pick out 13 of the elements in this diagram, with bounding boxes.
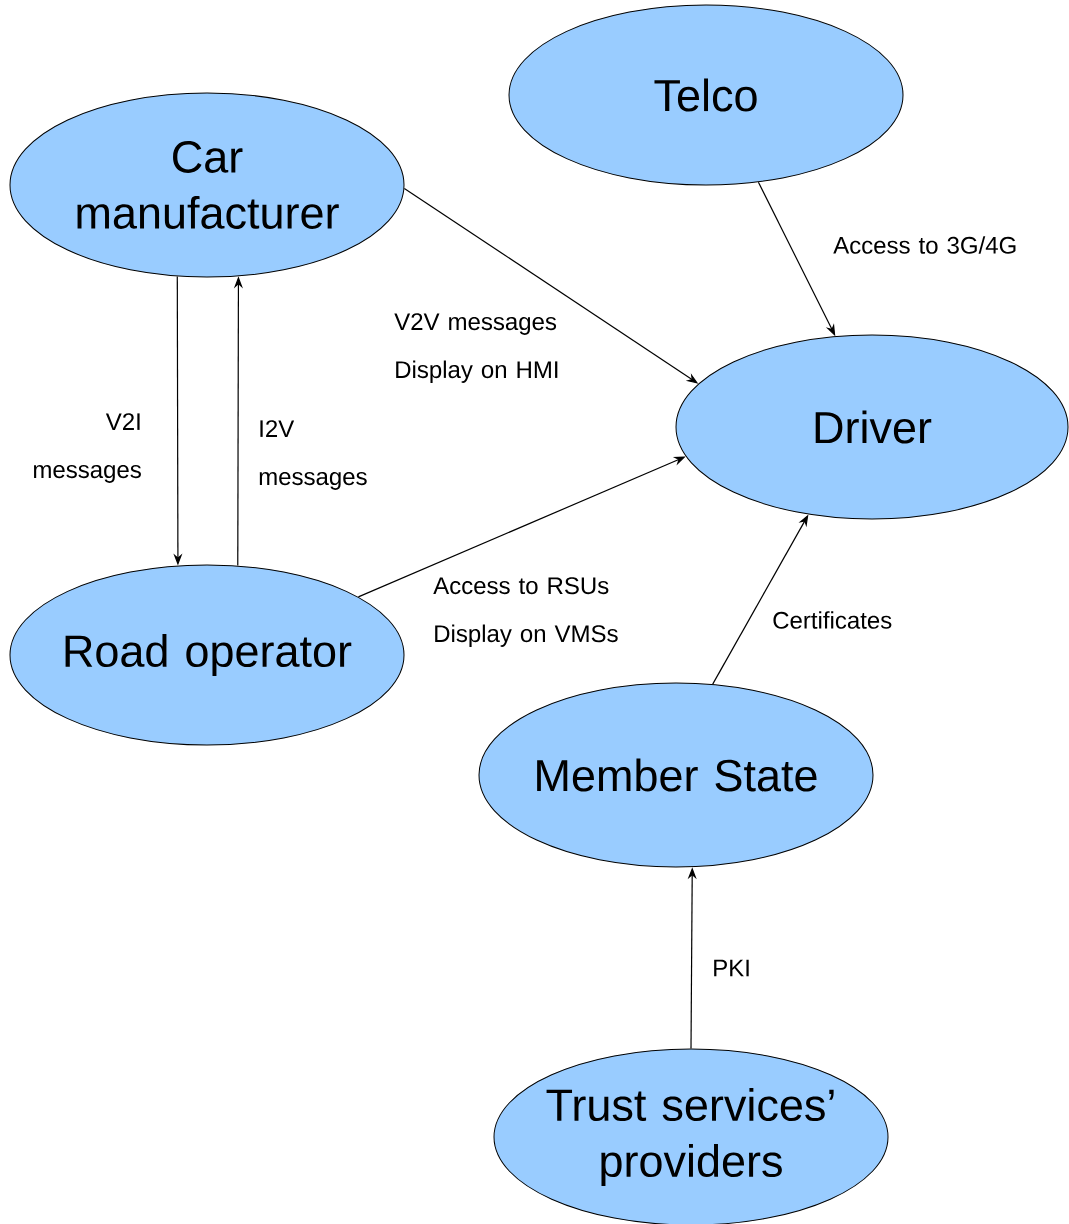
edge-label: V2V messages Display on HMI [394, 313, 558, 383]
ellipse-node: Car manufacturer [9, 92, 405, 278]
ellipse-node: Telco [508, 4, 904, 186]
edge-label: I2V messages [259, 420, 367, 490]
edge-label: PKI [714, 959, 749, 977]
ellipse-node: Member State [478, 682, 874, 868]
ellipse-node: Road operator [9, 564, 405, 746]
edge-label: V2I messages [34, 413, 141, 483]
ellipse-node: Driver [675, 334, 1069, 520]
ellipse-node: Trust services’ providers [493, 1048, 889, 1224]
edge-label: Access to RSUs Display on VMSs [433, 577, 618, 647]
edge-label: Access to 3G/4G [833, 236, 1016, 254]
edge-label: Certificates [773, 611, 892, 629]
